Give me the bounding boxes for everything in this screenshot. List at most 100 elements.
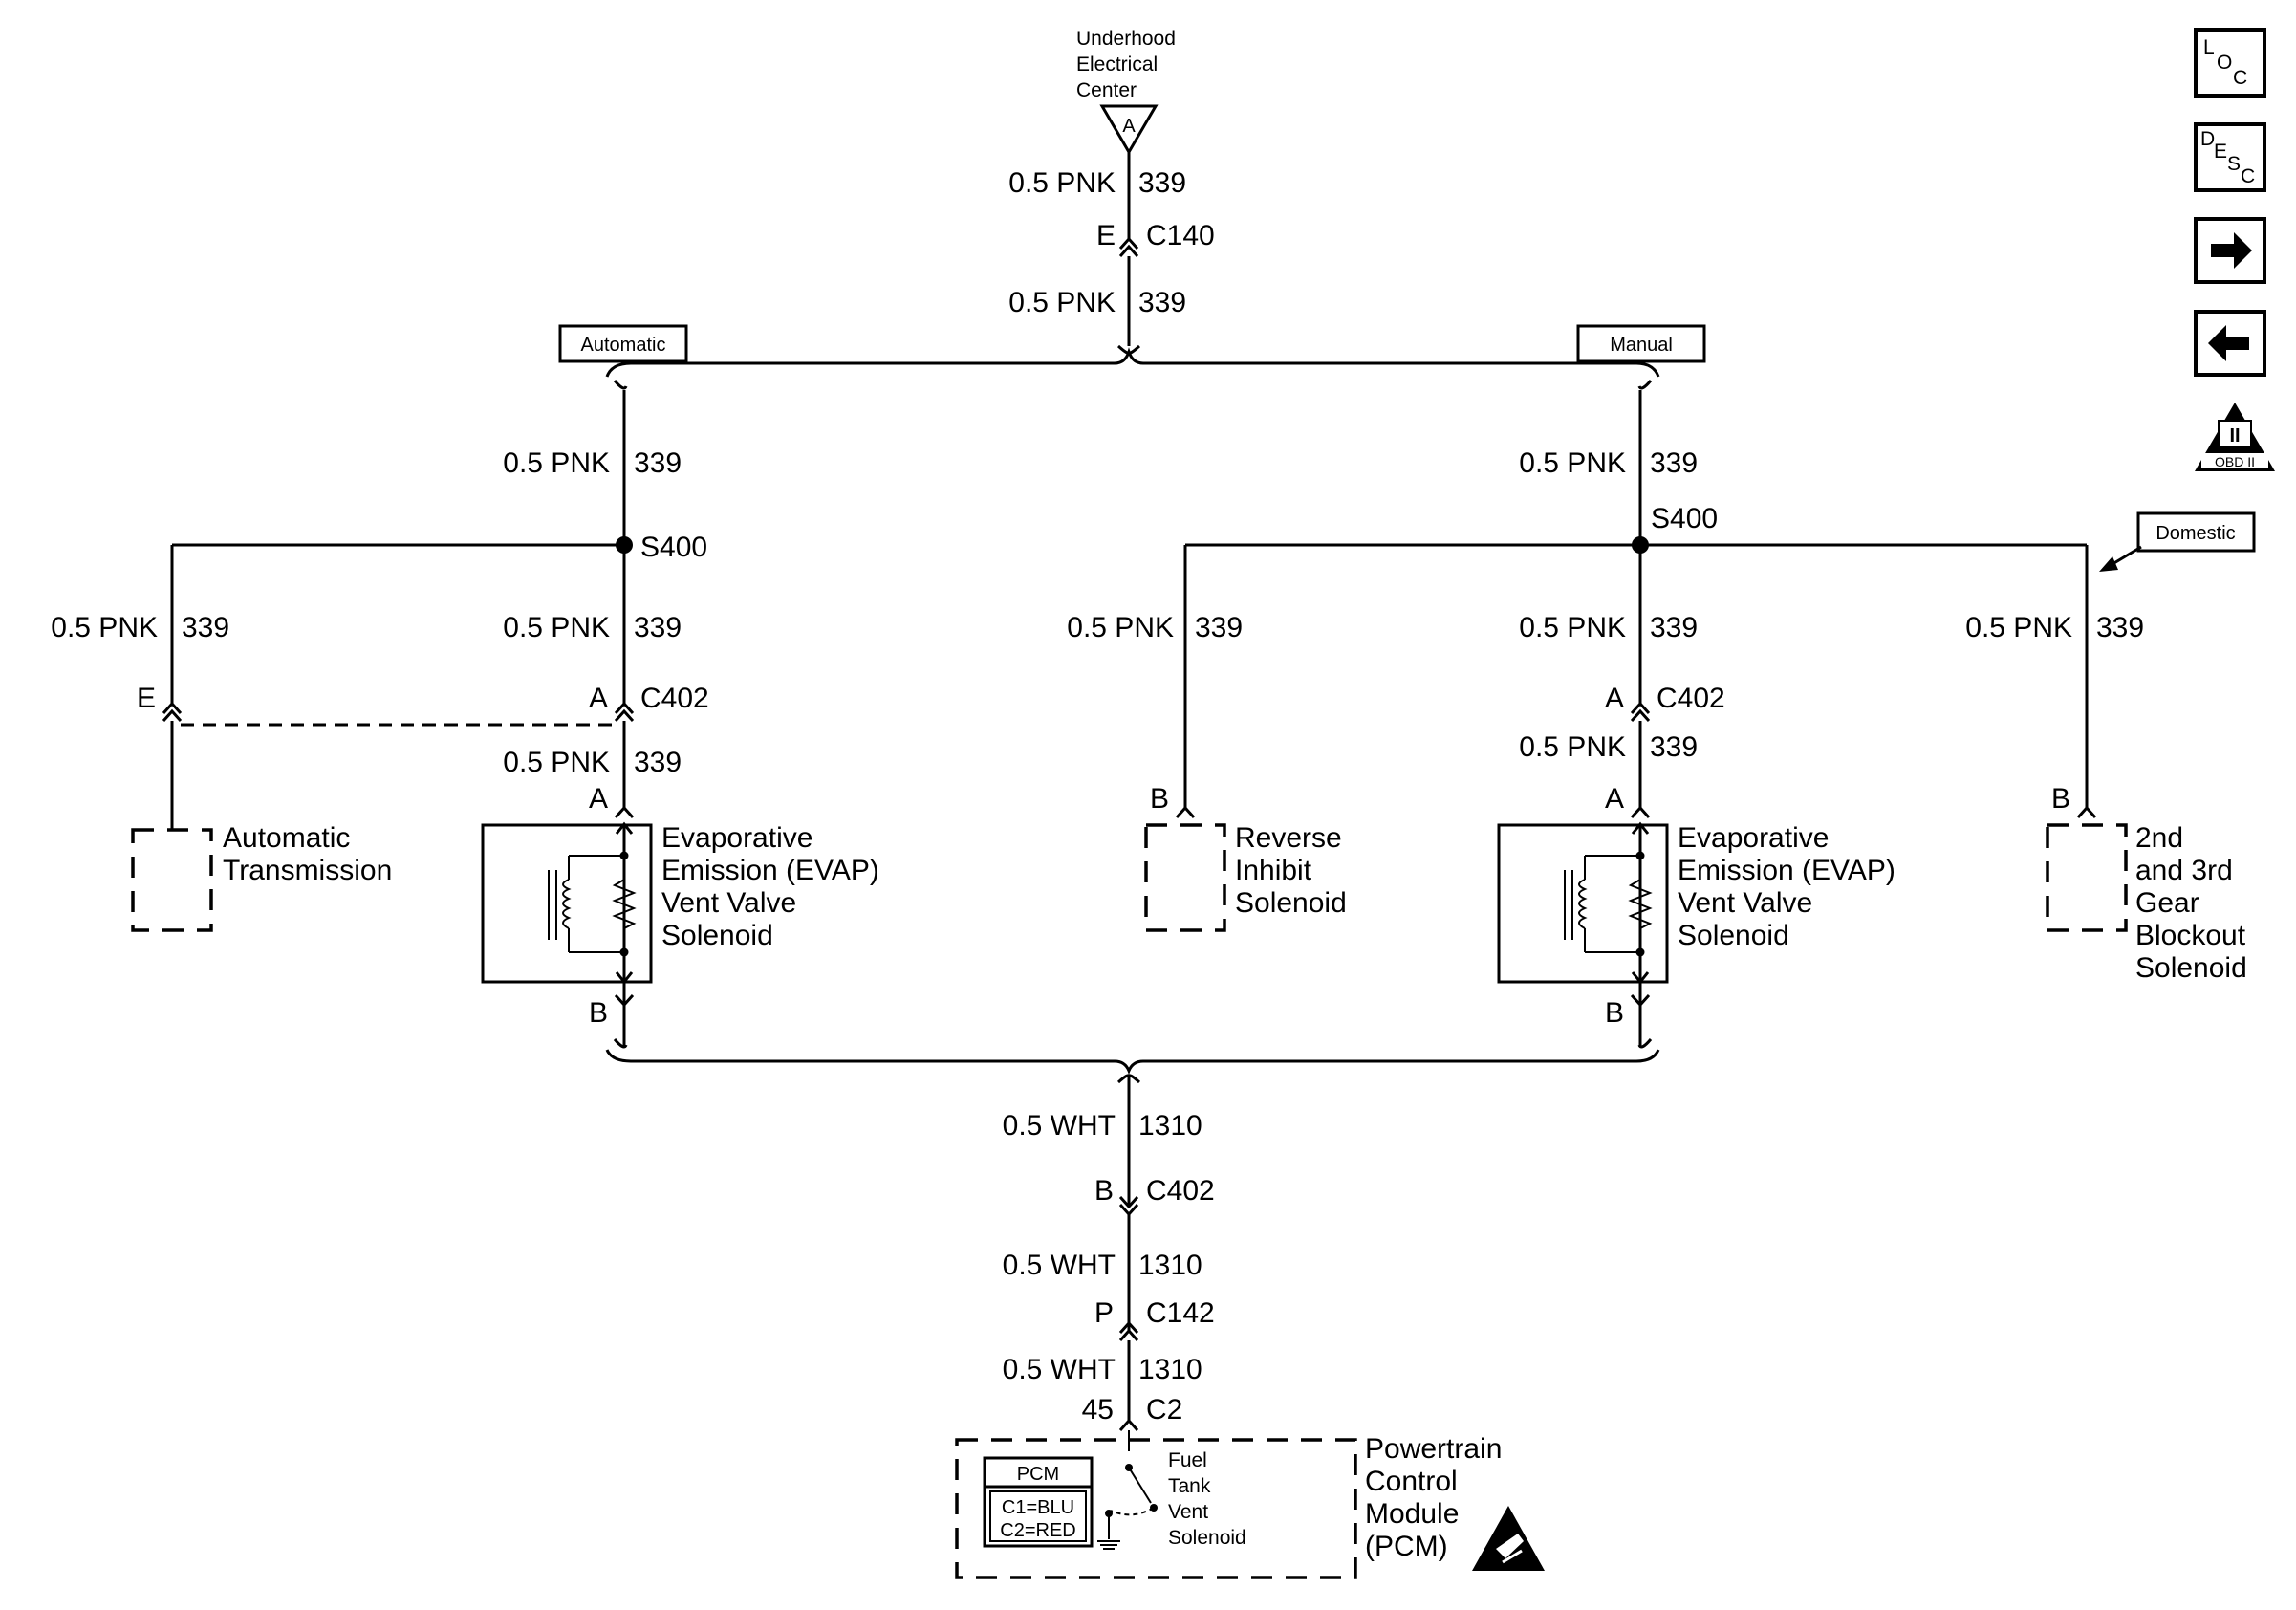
next-button[interactable] xyxy=(2194,217,2266,284)
arrow-right-icon xyxy=(2211,232,2252,269)
c402-label: C402 xyxy=(640,683,709,714)
svg-text:S: S xyxy=(2227,153,2241,175)
pcm-label-2: Control xyxy=(1365,1466,1458,1497)
wire-label: 0.5 WHT xyxy=(1003,1250,1116,1281)
fuel-tank-label-2: Tank xyxy=(1168,1475,1211,1497)
evap-label-3: Vent Valve xyxy=(1678,887,1812,919)
domestic-label: Domestic xyxy=(2155,523,2235,544)
wire-label: 0.5 PNK xyxy=(1519,731,1626,763)
wire-label: 0.5 PNK xyxy=(1067,612,1174,643)
circuit-number: 339 xyxy=(2096,612,2144,643)
circuit-number: 339 xyxy=(1650,731,1698,763)
fuel-tank-label-3: Vent xyxy=(1168,1501,1208,1523)
svg-text:C: C xyxy=(2241,165,2255,187)
obd-ii-button[interactable]: II OBD II xyxy=(2195,402,2275,471)
splice-label: S400 xyxy=(1651,503,1718,534)
loc-button[interactable]: L O C xyxy=(2194,28,2266,98)
circuit-number: 339 xyxy=(1138,167,1186,199)
c2-connector-symbol xyxy=(1118,1418,1139,1432)
auto-trans-label-1: Automatic xyxy=(223,822,350,854)
c402-label: C402 xyxy=(1146,1175,1215,1207)
c142-label: C142 xyxy=(1146,1297,1215,1329)
arrow-left-icon xyxy=(2208,325,2249,361)
svg-text:OBD II: OBD II xyxy=(2215,454,2255,469)
wire-label: 0.5 PNK xyxy=(503,447,610,479)
wire-label: 0.5 WHT xyxy=(1003,1110,1116,1142)
desc-button[interactable]: D E S C xyxy=(2194,122,2266,192)
c402-connector-symbol xyxy=(1630,708,1651,723)
pcm-label-4: (PCM) xyxy=(1365,1531,1448,1562)
evap-label-3: Vent Valve xyxy=(661,887,796,919)
coil-icon xyxy=(1578,879,1588,929)
c402-connector-symbol xyxy=(1118,1195,1139,1209)
top-option-bracket xyxy=(605,347,1660,390)
esd-warning-icon xyxy=(1472,1506,1545,1571)
evap-label-2: Emission (EVAP) xyxy=(1678,855,1895,886)
wire-label: 0.5 PNK xyxy=(51,612,158,643)
blockout-label-2: and 3rd xyxy=(2135,855,2233,886)
return-wire xyxy=(1116,1074,1141,1432)
underhood-electrical-center: Underhood Electrical Center A xyxy=(1076,28,1176,155)
manual-circuit xyxy=(1175,390,2097,819)
circuit-number: 339 xyxy=(634,612,682,643)
blockout-label-3: Gear xyxy=(2135,887,2199,919)
pcm-info-box: PCM C1=BLU C2=RED xyxy=(983,1456,1094,1548)
pcm-box-c2: C2=RED xyxy=(1000,1520,1075,1541)
wire-label: 0.5 WHT xyxy=(1003,1354,1116,1385)
manual-option-label: Manual xyxy=(1610,335,1673,356)
circuit-number: 1310 xyxy=(1138,1110,1202,1142)
c142-connector-symbol xyxy=(1118,1328,1139,1342)
back-button[interactable] xyxy=(2194,310,2266,377)
reverse-inhibit-solenoid-component xyxy=(1144,823,1226,932)
resistor-icon xyxy=(1628,879,1653,929)
evap-label-2: Emission (EVAP) xyxy=(661,855,879,886)
c2-pin: 45 xyxy=(1082,1394,1114,1425)
domestic-option-box: Domestic xyxy=(2099,511,2256,572)
pin-b: B xyxy=(1605,997,1624,1029)
circuit-number: 339 xyxy=(182,612,229,643)
c402-label: C402 xyxy=(1657,683,1725,714)
pin-b: B xyxy=(2051,783,2070,815)
pin-b: B xyxy=(1094,1175,1114,1207)
circuit-number: 339 xyxy=(1138,287,1186,318)
pin-e: E xyxy=(137,683,156,714)
automatic-transmission-component xyxy=(131,828,213,932)
manual-option-box: Manual xyxy=(1576,324,1706,363)
svg-text:E: E xyxy=(2214,141,2227,163)
pin-a: A xyxy=(589,783,608,815)
evap-label-4: Solenoid xyxy=(661,920,773,951)
underhood-pin-a: A xyxy=(1122,116,1136,137)
blockout-label-4: Blockout xyxy=(2135,920,2246,951)
fuel-tank-vent-switch xyxy=(1097,1430,1158,1550)
wire-label: 0.5 PNK xyxy=(1519,447,1626,479)
svg-text:II: II xyxy=(2229,425,2240,446)
circuit-number: 339 xyxy=(1650,447,1698,479)
svg-text:L: L xyxy=(2203,36,2215,58)
pcm-label-1: Powertrain xyxy=(1365,1433,1502,1465)
wire-label: 0.5 PNK xyxy=(1965,612,2072,643)
wire-label: 0.5 PNK xyxy=(1008,287,1116,318)
automatic-option-box: Automatic xyxy=(558,324,688,363)
circuit-number: 339 xyxy=(1195,612,1243,643)
svg-text:D: D xyxy=(2200,128,2215,150)
evap-label-1: Evaporative xyxy=(1678,822,1829,854)
gear-blockout-solenoid-component xyxy=(2046,823,2128,932)
circuit-number: 1310 xyxy=(1138,1354,1202,1385)
fuse-source-triangle xyxy=(1099,104,1159,155)
c140-connector-symbol xyxy=(1118,244,1139,258)
automatic-option-label: Automatic xyxy=(581,335,666,356)
fuel-tank-label-4: Solenoid xyxy=(1168,1527,1246,1549)
underhood-label-3: Center xyxy=(1076,79,1137,101)
circuit-number: 1310 xyxy=(1138,1250,1202,1281)
evap-vent-valve-solenoid-manual xyxy=(1497,821,1669,985)
circuit-number: 339 xyxy=(634,747,682,778)
pcm-label-3: Module xyxy=(1365,1498,1459,1530)
evap-label-1: Evaporative xyxy=(661,822,812,854)
c142-pin: P xyxy=(1094,1297,1114,1329)
pcm-component xyxy=(955,1438,1357,1579)
feed-wire xyxy=(1116,152,1141,355)
evap-label-4: Solenoid xyxy=(1678,920,1789,951)
blockout-label-1: 2nd xyxy=(2135,822,2183,854)
svg-text:C: C xyxy=(2233,67,2247,89)
automatic-circuit xyxy=(162,390,635,830)
